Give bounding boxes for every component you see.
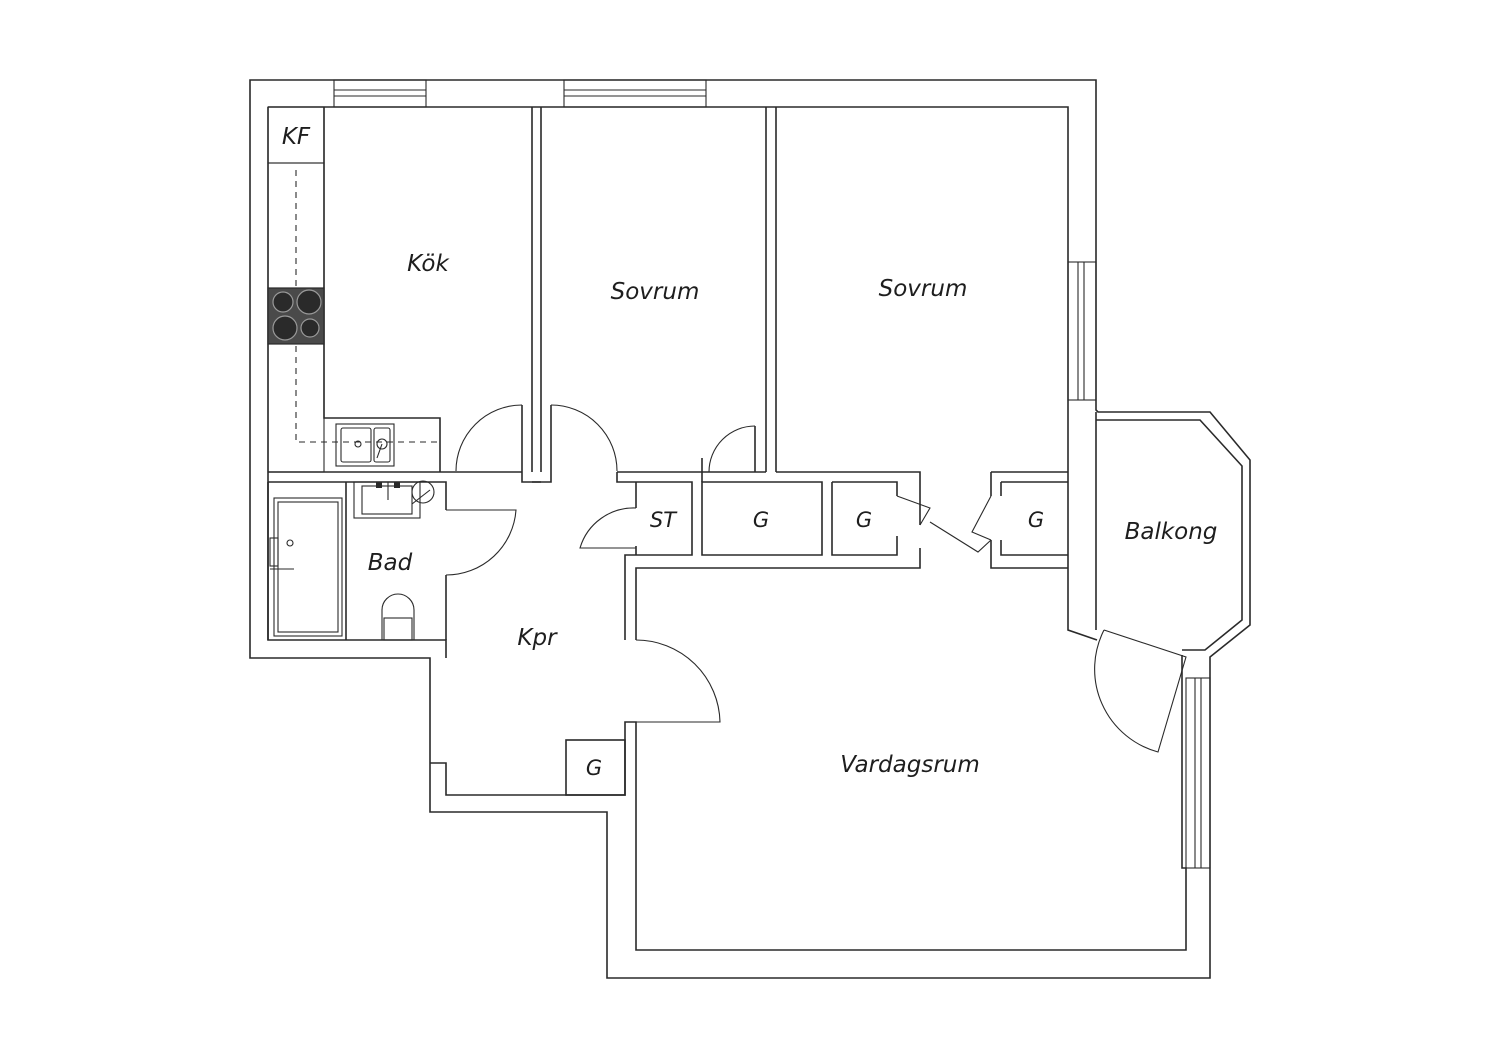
bathroom-fixtures bbox=[269, 480, 435, 641]
room-label-g-4: G bbox=[586, 756, 602, 780]
drain-icon bbox=[411, 480, 435, 505]
hall-wardrobe bbox=[565, 739, 626, 796]
room-label-sovrum-1: Sovrum bbox=[611, 279, 700, 305]
room-labels: KF Kök Sovrum Sovrum Bad Kpr ST G G G G … bbox=[282, 124, 1218, 780]
room-label-kpr: Kpr bbox=[517, 625, 558, 651]
room-label-kok: Kök bbox=[407, 251, 450, 277]
windows bbox=[333, 79, 1211, 869]
kitchen-fixtures bbox=[267, 106, 438, 473]
room-label-balkong: Balkong bbox=[1125, 519, 1218, 545]
room-label-bad: Bad bbox=[368, 550, 413, 576]
interior-walls bbox=[267, 107, 1243, 651]
room-label-sovrum-2: Sovrum bbox=[879, 276, 968, 302]
room-label-g-1: G bbox=[753, 508, 769, 532]
kitchen-sink-icon bbox=[335, 423, 395, 467]
toilet-icon bbox=[381, 593, 415, 641]
room-label-g-2: G bbox=[856, 508, 872, 532]
room-label-st: ST bbox=[650, 508, 678, 532]
washbasin-icon bbox=[353, 481, 421, 519]
room-label-vardagsrum: Vardagsrum bbox=[840, 752, 980, 778]
door-swings bbox=[445, 404, 1187, 753]
shower-icon bbox=[269, 497, 343, 637]
exterior-walls bbox=[249, 79, 1251, 979]
room-label-kf: KF bbox=[282, 124, 311, 150]
room-label-g-3: G bbox=[1028, 508, 1044, 532]
